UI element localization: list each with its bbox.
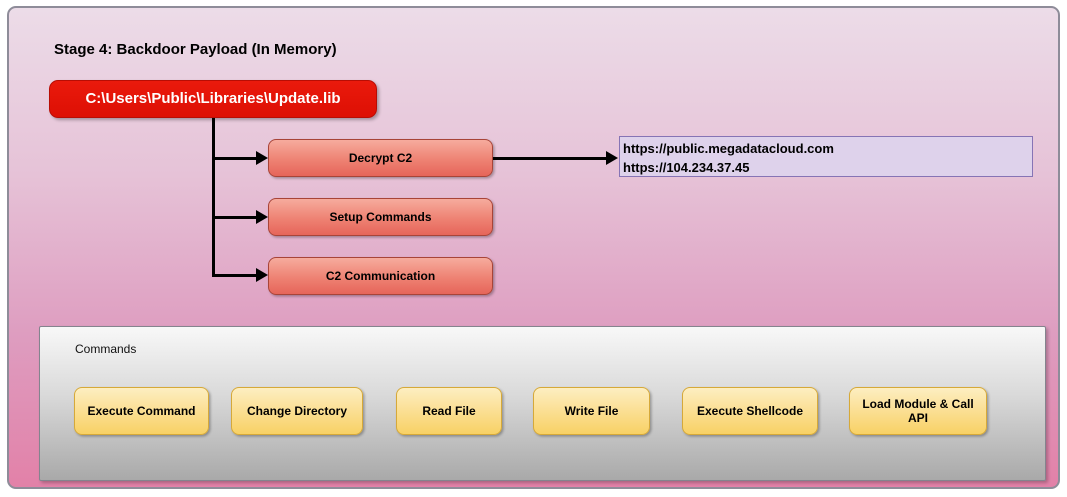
step-label: Decrypt C2 <box>348 151 413 165</box>
step-box-setup-commands: Setup Commands <box>268 198 493 236</box>
c2-endpoints-box: https://public.megadatacloud.com https:/… <box>619 136 1033 177</box>
command-label: Load Module & Call API <box>862 397 974 425</box>
connector-decrypt-to-endpoints <box>493 157 607 160</box>
commands-panel: Commands Execute Command Change Director… <box>39 326 1046 481</box>
command-box-write-file: Write File <box>533 387 650 435</box>
command-label: Execute Command <box>87 404 196 418</box>
stage-title: Stage 4: Backdoor Payload (In Memory) <box>54 41 337 58</box>
arrowhead-endpoints-icon <box>606 151 618 165</box>
connector-branch-decrypt <box>212 157 256 160</box>
command-box-change-directory: Change Directory <box>231 387 363 435</box>
arrowhead-decrypt-icon <box>256 151 268 165</box>
c2-endpoint-ip: https://104.234.37.45 <box>623 160 750 175</box>
connector-vertical-trunk <box>212 118 215 277</box>
step-box-decrypt-c2: Decrypt C2 <box>268 139 493 177</box>
command-label: Change Directory <box>246 404 348 418</box>
command-box-execute-command: Execute Command <box>74 387 209 435</box>
command-label: Read File <box>422 404 476 418</box>
command-box-read-file: Read File <box>396 387 502 435</box>
step-label: Setup Commands <box>329 210 432 224</box>
connector-branch-setup <box>212 216 256 219</box>
payload-path-label: C:\Users\Public\Libraries\Update.lib <box>85 90 341 107</box>
arrowhead-setup-icon <box>256 210 268 224</box>
connector-branch-c2comm <box>212 274 256 277</box>
commands-panel-label: Commands <box>75 342 137 356</box>
command-label: Write File <box>564 404 619 418</box>
payload-path-box: C:\Users\Public\Libraries\Update.lib <box>49 80 377 118</box>
command-label: Execute Shellcode <box>696 404 804 418</box>
command-box-execute-shellcode: Execute Shellcode <box>682 387 818 435</box>
arrowhead-c2comm-icon <box>256 268 268 282</box>
step-box-c2-communication: C2 Communication <box>268 257 493 295</box>
command-box-load-module-call-api: Load Module & Call API <box>849 387 987 435</box>
step-label: C2 Communication <box>325 269 436 283</box>
diagram-background-frame: Stage 4: Backdoor Payload (In Memory) C:… <box>7 6 1060 489</box>
c2-endpoint-url: https://public.megadatacloud.com <box>623 141 834 156</box>
